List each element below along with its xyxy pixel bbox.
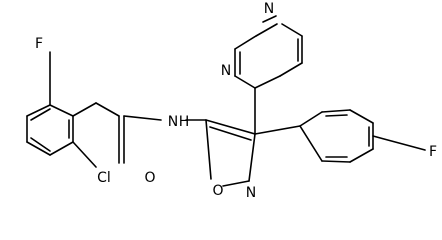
bond-12 xyxy=(95,102,120,117)
bond-35 xyxy=(299,111,323,127)
bonds-layer xyxy=(26,15,426,187)
atom-labels-layer: F Cl O N H N N O N F xyxy=(35,1,437,201)
bond-5 xyxy=(49,104,74,117)
bond-15 xyxy=(123,115,162,121)
atom-F-right: F xyxy=(429,144,437,160)
bond-42 xyxy=(325,114,348,117)
bond-36 xyxy=(321,109,351,113)
atom-Cl: Cl xyxy=(97,170,111,186)
bond-33 xyxy=(262,15,277,23)
bond-23 xyxy=(234,75,256,89)
molecule-structure: F Cl O N H N N O N F xyxy=(26,1,437,201)
atom-N-amide: N xyxy=(168,114,178,130)
bond-25 xyxy=(234,35,257,50)
bond-30 xyxy=(254,75,281,89)
bond-17 xyxy=(205,119,212,180)
bond-34 xyxy=(254,125,301,135)
bond-45 xyxy=(372,135,426,151)
bond-40 xyxy=(321,160,351,163)
bond-29 xyxy=(279,62,303,77)
atom-N-pyrimidine-2: N xyxy=(221,63,231,79)
bond-19 xyxy=(248,133,256,182)
atom-N-pyrimidine-1: N xyxy=(264,1,274,17)
bond-6 xyxy=(30,108,51,121)
atom-O-carbonyl: O xyxy=(144,170,155,186)
bond-7 xyxy=(30,137,51,152)
bond-39 xyxy=(349,148,374,163)
bond-3 xyxy=(49,141,74,156)
bond-20 xyxy=(205,119,256,135)
bond-10 xyxy=(72,141,97,168)
atom-F-top: F xyxy=(35,36,43,52)
bond-0 xyxy=(26,104,51,117)
atom-O-isoxazole: O xyxy=(212,183,223,199)
bond-18 xyxy=(222,180,250,187)
bond-2 xyxy=(26,141,51,156)
bond-11 xyxy=(72,102,97,117)
bond-21 xyxy=(209,126,252,141)
atom-N-isoxazole: N xyxy=(246,185,256,201)
atom-H-amide: H xyxy=(179,114,190,130)
bond-41 xyxy=(299,125,323,162)
bond-26 xyxy=(255,23,278,37)
bond-27 xyxy=(281,23,303,37)
bond-37 xyxy=(349,109,374,124)
